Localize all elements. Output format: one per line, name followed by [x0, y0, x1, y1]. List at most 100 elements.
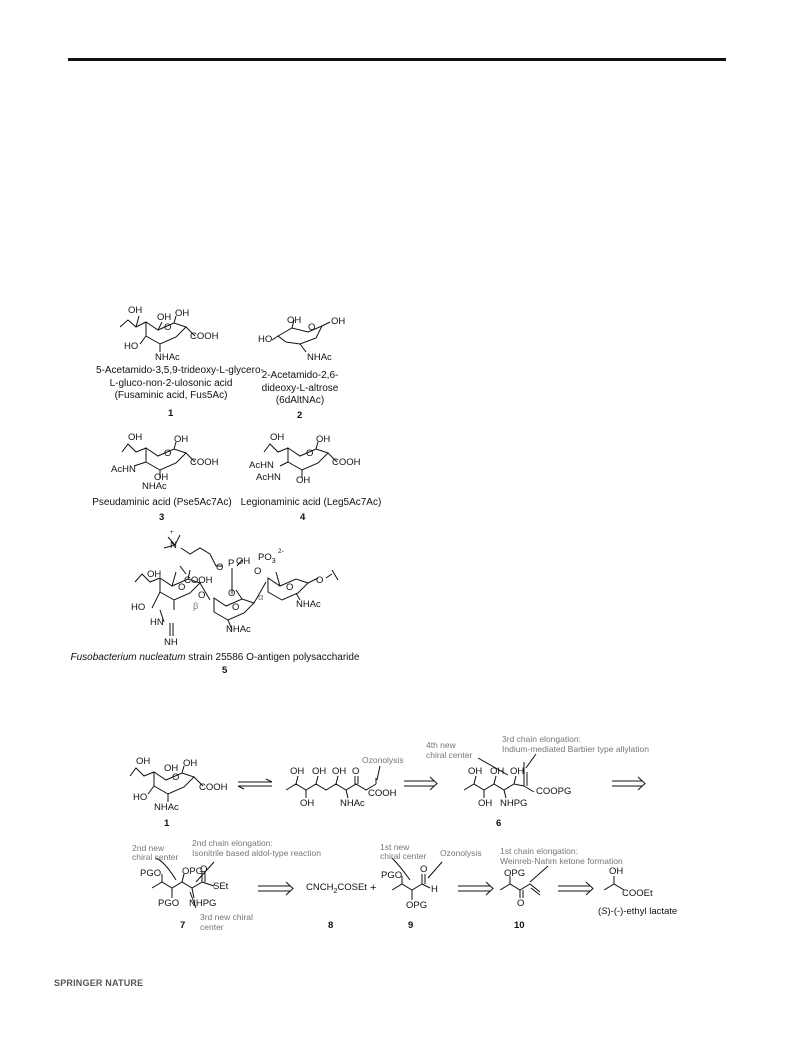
label-oh: OH [183, 758, 198, 769]
note-4th-center-line2: chiral center [426, 750, 473, 760]
label-o: O [517, 898, 525, 909]
label-oh: OH [236, 556, 251, 567]
label-ring-o: O [164, 448, 172, 459]
label-o: O [198, 590, 206, 601]
publisher-footer: SPRINGER NATURE [54, 978, 144, 988]
label-cooh: COOH [332, 457, 361, 468]
label-oh: OH [128, 432, 143, 443]
label-oh: OH [296, 475, 311, 486]
label-ring-o: O [308, 322, 316, 333]
label-nhac: NHAc [142, 481, 167, 492]
compound-number: 2 [297, 410, 303, 421]
label-o: O [200, 864, 208, 875]
label-nhpg: NHPG [189, 898, 217, 909]
label-oh: OH [175, 308, 190, 319]
label-oh: OH [270, 432, 285, 443]
label-cooet: COOEt [622, 888, 653, 899]
compound-number: 4 [300, 512, 306, 523]
note-1st-elongation-line2: Weinreb-Nahm ketone formation [500, 856, 623, 866]
label-po3: PO3 [258, 552, 276, 565]
label-cooh: COOH [190, 457, 219, 468]
note-1st-elongation-line1: 1st chain elongation: [500, 846, 578, 856]
compound-number: 1 [168, 408, 174, 419]
ozonolysis-note: Ozonolysis [362, 755, 404, 765]
label-o: O [254, 566, 262, 577]
lactate-name-part: )-(-)-ethyl lactate [607, 906, 678, 917]
label-pgo: PGO [140, 868, 162, 879]
note-3rd-elongation-line2: Indium-mediated Barbier type allylation [502, 744, 649, 754]
label-o: O [352, 766, 360, 777]
compound-number: 9 [408, 920, 414, 931]
caption-5: Fusobacterium nucleatum strain 25586 O-a… [60, 652, 370, 665]
label-oh: OH [468, 766, 483, 777]
label-oh: OH [331, 316, 346, 327]
compound-number: 6 [496, 818, 502, 829]
lactate-name-part: ( [598, 906, 602, 917]
caption-text: strain 25586 O-antigen polysaccharide [185, 652, 360, 663]
note-4th-center-line1: 4th new [426, 740, 456, 750]
label-ho: HO [133, 792, 148, 803]
caption-3: Pseudaminic acid (Pse5Ac7Ac) [87, 497, 237, 510]
label-ho: HO [124, 341, 139, 352]
note-2nd-center-line2: chiral center [132, 852, 179, 862]
label-nhac: NHAc [154, 802, 179, 813]
label-p: P [228, 558, 235, 569]
label-nh: NH [164, 637, 178, 648]
plus-sign: + [370, 882, 377, 894]
note-3rd-center-line1: 3rd new chiral [200, 912, 253, 922]
caption-line: 5-Acetamido-3,5,9-trideoxy-L-glycero- [96, 365, 264, 376]
caption-line: L-gluco-non-2-ulosonic acid [109, 377, 233, 389]
label-oh: OH [164, 763, 179, 774]
caption-4: Legionaminic acid (Leg5Ac7Ac) [236, 497, 386, 510]
compound-number: 3 [159, 512, 165, 523]
compound-number: 1 [164, 818, 170, 829]
label-achn: AcHN [249, 460, 274, 471]
label-pgo: PGO [381, 870, 403, 881]
label-oh: OH [510, 766, 525, 777]
label-ho: HO [258, 334, 273, 345]
note-2nd-elongation-line2: Isonitrile based aldol-type reaction [192, 848, 321, 858]
label-ring-o: O [232, 602, 240, 613]
label-ring-o: O [178, 582, 186, 593]
label-set: SEt [213, 881, 229, 892]
lactate-name: (S)-(-)-ethyl lactate [598, 906, 677, 917]
label-ring-o: O [306, 448, 314, 459]
label-oh: OH [157, 312, 172, 323]
ozonolysis-note: Ozonolysis [440, 848, 482, 858]
label-oh: OH [136, 756, 151, 767]
label-ring-o: O [164, 322, 172, 333]
label-oh: OH [490, 766, 505, 777]
label-oh: OH [300, 798, 315, 809]
label-plus: + [170, 530, 174, 536]
label-oh: OH [332, 766, 347, 777]
note-3rd-elongation-line1: 3rd chain elongation: [502, 734, 581, 744]
label-nhac: NHAc [307, 352, 332, 363]
label-nhac: NHAc [155, 352, 180, 363]
caption-2: 2-Acetamido-2,6- dideoxy-L-altrose (6dAl… [255, 370, 345, 408]
label-cooh: COOH [184, 575, 213, 586]
note-1st-center-line2: chiral center [380, 851, 427, 861]
label-oh: OH [290, 766, 305, 777]
caption-line: 2-Acetamido-2,6- [261, 370, 339, 381]
label-formula: CNCH2COSEt [306, 882, 367, 895]
note-3rd-center-line2: center [200, 922, 224, 932]
label-o: O [216, 562, 224, 573]
label-beta: β [193, 601, 199, 612]
label-cooh: COOH [199, 782, 228, 793]
caption-line: (6dAltNAc) [275, 395, 325, 406]
label-ring-o: O [172, 772, 180, 783]
label-opg: OPG [406, 900, 428, 911]
label-n: N [170, 540, 177, 551]
label-ring-o: O [286, 582, 294, 593]
label-opg: OPG [182, 866, 204, 877]
caption-line: Pseudaminic acid (Pse5Ac7Ac) [92, 497, 232, 508]
label-pgo: PGO [158, 898, 180, 909]
label-oh: OH [154, 472, 169, 483]
label-oh: OH [312, 766, 327, 777]
label-nhac: NHAc [296, 599, 321, 610]
